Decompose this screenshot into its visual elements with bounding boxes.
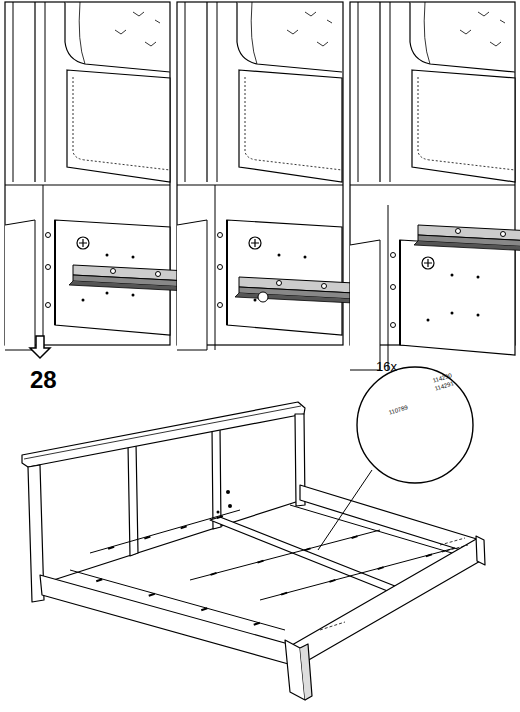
screw-mark [329,580,335,582]
screw-mark [217,516,223,518]
screw-mark [281,593,287,595]
screw-mark [201,608,207,610]
screw-mark [254,623,260,625]
screw-mark [426,554,432,556]
screw-mark [258,561,264,563]
screw-mark [96,579,102,581]
screw-mark [378,567,384,569]
screw-mark [211,573,217,575]
step-number: 28 [30,368,57,392]
quantity-label: 16x [376,360,397,373]
screw-mark [144,537,150,539]
screw-mark [108,547,114,549]
screw-mark [305,548,311,550]
screw-mark [149,594,155,596]
screw-mark [352,536,358,538]
screw-mark [181,526,187,528]
